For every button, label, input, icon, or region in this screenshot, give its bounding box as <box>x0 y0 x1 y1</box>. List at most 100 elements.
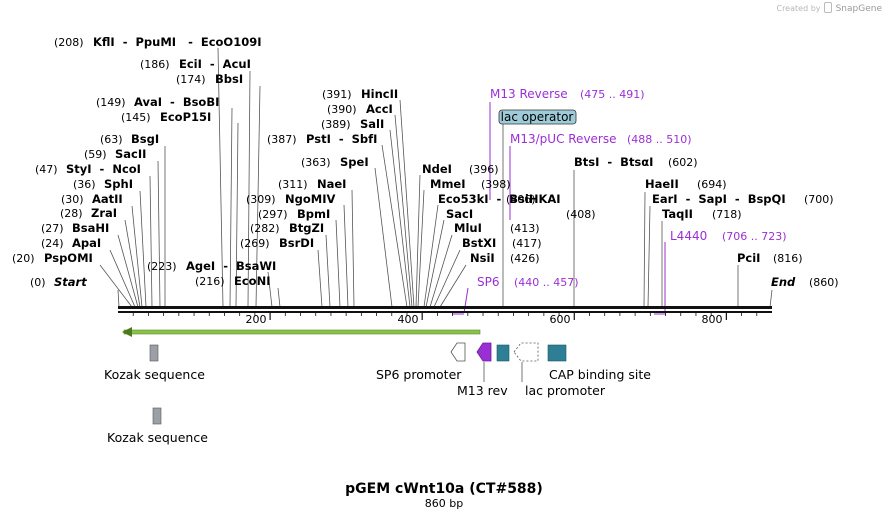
sp6-promoter-arrow[interactable] <box>450 342 466 362</box>
pos-ecii: (186) <box>140 58 170 71</box>
pos-ecop15i: (145) <box>121 111 151 124</box>
site-line-btgzi <box>325 234 331 308</box>
enzyme-labels-left: (208) KflI - PpuMI - EcoO109I (186) EciI… <box>12 35 276 289</box>
enzyme-naei[interactable]: NaeI <box>317 177 346 191</box>
enzyme-avai[interactable]: AvaI - BsoBI <box>134 95 219 109</box>
enzyme-ecii[interactable]: EciI - AcuI <box>179 57 251 71</box>
enzyme-mmei[interactable]: MmeI <box>430 177 466 191</box>
kozak-sequence-label-2: Kozak sequence <box>107 430 208 445</box>
primer-m13puc-reverse-range: (488 .. 510) <box>627 133 692 146</box>
pos-saci: (408) <box>566 208 596 221</box>
enzyme-psti[interactable]: PstI - SbfI <box>306 132 377 146</box>
tick-label-600: 600 <box>550 313 571 326</box>
enzyme-bsahi[interactable]: BsaHI <box>72 221 109 235</box>
enzyme-bsrdi[interactable]: BsrDI <box>279 236 314 250</box>
primer-labels: M13 Reverse (475 .. 491) M13/pUC Reverse… <box>477 87 787 289</box>
pos-acci: (390) <box>327 103 357 116</box>
enzyme-econi[interactable]: EcoNI <box>234 274 270 288</box>
end-label: End <box>771 275 796 289</box>
pos-spei: (363) <box>301 156 331 169</box>
primer-l4440-range: (706 .. 723) <box>722 230 787 243</box>
enzyme-btgzi[interactable]: BtgZI <box>289 221 324 235</box>
primer-m13-reverse[interactable]: M13 Reverse <box>490 87 568 101</box>
site-line-mlui <box>429 234 453 308</box>
enzyme-agei[interactable]: AgeI - BsaWI <box>186 259 276 273</box>
lac-operator[interactable]: lac operator <box>498 109 577 125</box>
pos-end: (860) <box>809 276 839 289</box>
enzyme-eari[interactable]: EarI - SapI - BspQI <box>652 192 786 206</box>
pos-mmei: (398) <box>481 178 511 191</box>
enzyme-acci[interactable]: AccI <box>366 102 393 116</box>
enzyme-taqii[interactable]: TaqII <box>662 207 693 221</box>
site-line-bbsi <box>255 85 261 308</box>
enzyme-bpmi[interactable]: BpmI <box>297 207 330 221</box>
pos-bstxi: (417) <box>512 237 542 250</box>
primer-l4440[interactable]: L4440 <box>670 229 707 243</box>
orf-arrow[interactable] <box>122 327 481 337</box>
site-line-nsii <box>439 264 467 308</box>
m13-rev-arrow[interactable] <box>476 342 492 362</box>
primer-sp6[interactable]: SP6 <box>477 275 500 289</box>
lac-promoter-arrow[interactable] <box>513 342 539 362</box>
enzyme-ndei[interactable]: NdeI <box>422 162 452 176</box>
enzyme-bstxi[interactable]: BstXI <box>462 236 496 250</box>
kozak-sequence-box-1[interactable] <box>149 344 159 362</box>
enzyme-eco53ki[interactable]: Eco53kI - BsiHKAI <box>438 192 561 206</box>
site-line-eari <box>647 205 651 308</box>
site-line-bpmi <box>335 219 341 308</box>
enzyme-apai[interactable]: ApaI <box>72 236 101 250</box>
enzyme-pspomi[interactable]: PspOMI <box>44 251 93 265</box>
enzyme-nsii[interactable]: NsiI <box>470 251 495 265</box>
enzyme-spei[interactable]: SpeI <box>340 155 369 169</box>
site-line-start <box>117 289 120 308</box>
pos-sphi: (36) <box>73 178 96 191</box>
enzyme-zrai[interactable]: ZraI <box>91 206 117 220</box>
snapgene-watermark: Created by SnapGene <box>776 2 882 14</box>
enzyme-styi[interactable]: StyI - NcoI <box>66 162 141 176</box>
pos-mlui: (413) <box>510 222 540 235</box>
site-line-ndei <box>415 174 421 308</box>
site-line-bsahi <box>117 234 139 308</box>
enzyme-pcii[interactable]: PciI <box>737 251 760 265</box>
site-line-avai <box>229 107 233 308</box>
enzyme-sacii[interactable]: SacII <box>115 147 146 161</box>
enzyme-mlui[interactable]: MluI <box>454 221 482 235</box>
pos-btgzi: (282) <box>250 222 280 235</box>
enzyme-aatii[interactable]: AatII <box>92 192 123 206</box>
pos-start: (0) <box>30 276 46 289</box>
enzyme-ngomiv[interactable]: NgoMIV <box>285 192 335 206</box>
tick-label-200: 200 <box>246 313 267 326</box>
site-line-psti <box>381 144 408 308</box>
pos-econi: (216) <box>195 275 225 288</box>
backbone-top-strand <box>118 306 772 309</box>
m13-rev-label: M13 rev <box>457 383 508 398</box>
enzyme-kfli[interactable]: KflI - PpuMI - EcoO109I <box>93 35 262 49</box>
enzyme-sphi[interactable]: SphI <box>104 177 133 191</box>
pos-nsii: (426) <box>510 252 540 265</box>
enzyme-bsgi[interactable]: BsgI <box>131 132 159 146</box>
site-line-ngomiv <box>343 204 349 308</box>
site-line-apai <box>109 249 136 308</box>
pos-aatii: (30) <box>61 193 84 206</box>
enzyme-labels-mid: (391) HincII (390) AccI (389) SalI (387)… <box>240 87 398 250</box>
lac-operator-feature[interactable] <box>496 344 510 362</box>
enzyme-sali[interactable]: SalI <box>360 117 384 131</box>
cap-binding-site-box[interactable] <box>547 344 567 362</box>
pos-eari: (700) <box>804 193 834 206</box>
enzyme-btsi[interactable]: BtsI - BtsαI <box>574 155 653 169</box>
orf-arrow-head <box>122 327 132 337</box>
enzyme-hincii[interactable]: HincII <box>361 87 398 101</box>
enzyme-cluster-mid <box>317 99 415 308</box>
map-title: pGEM cWnt10a (CT#588) <box>345 481 543 497</box>
primer-m13puc-reverse[interactable]: M13/pUC Reverse <box>510 132 617 146</box>
enzyme-bbsi[interactable]: BbsI <box>215 72 243 86</box>
site-line-haeii <box>643 191 646 308</box>
primer-m13-reverse-range: (475 .. 491) <box>580 88 645 101</box>
enzyme-haeii[interactable]: HaeII <box>645 177 679 191</box>
enzyme-saci[interactable]: SacI <box>446 207 473 221</box>
pos-bpmi: (297) <box>258 208 288 221</box>
enzyme-ecop15i[interactable]: EcoP15I <box>160 110 211 124</box>
site-line-naei <box>351 189 355 308</box>
kozak-sequence-box-2[interactable] <box>152 407 162 425</box>
